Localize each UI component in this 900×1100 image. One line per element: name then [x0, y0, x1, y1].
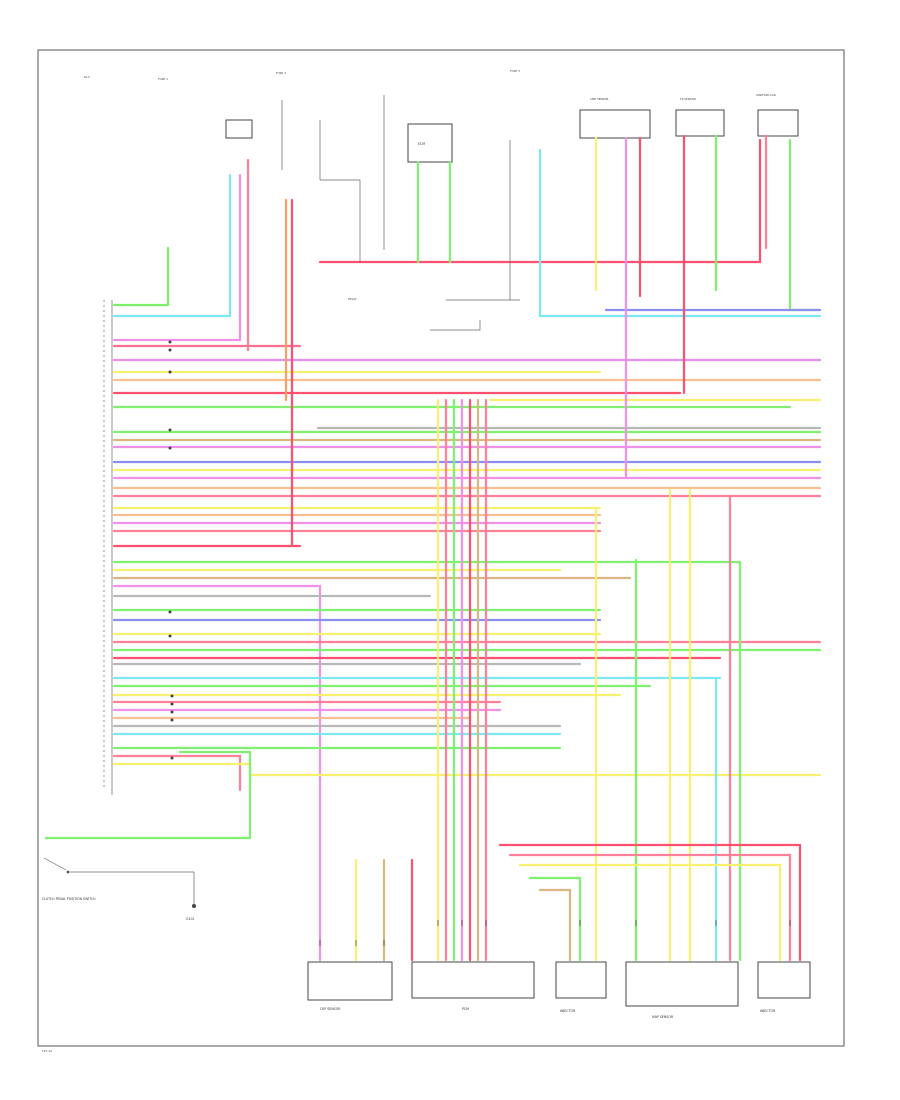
bottom-pin-ticks: [319, 920, 791, 946]
label-cmp: CMP SENSOR: [590, 97, 609, 101]
sensor-ground-link: [430, 320, 481, 331]
wire-v-yellow-c: [518, 863, 782, 962]
wire-red-bus: [318, 138, 762, 264]
sensor-box-1: [225, 119, 253, 139]
module-box-3: [757, 109, 799, 137]
wire-magenta-6: [112, 584, 322, 962]
wire-v-green-c: [528, 876, 582, 962]
module-box-1: [579, 109, 651, 139]
wire-yellow-8: [112, 762, 822, 777]
wire-v-tan-c: [538, 888, 572, 962]
diagram-frame: [37, 49, 845, 1047]
wire-v-red-c: [498, 843, 802, 962]
footer-code: TK7-14: [41, 1049, 52, 1053]
clutch-switch-blade: [43, 857, 67, 871]
wire-green-sw: [44, 750, 252, 840]
pcm-connector-box: [411, 961, 535, 999]
label-fuse-c: FUSE 3: [510, 69, 520, 73]
clutch-switch-label: CLUTCH PEDAL POSITION SWITCH: [42, 897, 96, 901]
pin-marker: [168, 340, 172, 344]
label-dlc: DLC: [84, 75, 90, 79]
wire-green-bus: [788, 138, 822, 312]
label-relay: RELAY: [348, 297, 357, 301]
map-sensor-box: [625, 961, 739, 1007]
pin-marker: [170, 718, 174, 722]
clutch-switch-contact: [66, 870, 70, 874]
pin-marker: [168, 610, 172, 614]
wire-cyan-bus: [538, 148, 822, 318]
fuse-link: [281, 100, 321, 180]
wire-pink-6: [112, 754, 242, 792]
label-fuse-a: FUSE 1: [158, 77, 168, 81]
ground-label: G101: [186, 917, 195, 921]
pin-marker: [168, 446, 172, 450]
ground-top-link: [446, 140, 520, 301]
pin-marker: [168, 348, 172, 352]
relay-link: [320, 179, 361, 262]
injector-right-box: [757, 961, 811, 999]
pin-marker: [168, 634, 172, 638]
pin-marker: [168, 428, 172, 432]
ground-point: [192, 904, 196, 908]
ckp-sensor-label: CKP SENSOR: [320, 1007, 341, 1011]
module-box-2: [675, 109, 725, 137]
connector-pin-markers: [168, 340, 174, 760]
ecm-top-box: [407, 123, 453, 163]
wire-green-top: [112, 246, 170, 307]
pin-marker: [170, 756, 174, 760]
map-sensor-label: MAP SENSOR: [652, 1015, 674, 1019]
pin-marker: [170, 702, 174, 706]
pin-marker: [170, 694, 174, 698]
injector-left-box: [555, 961, 607, 999]
ckp-sensor-box: [307, 961, 393, 1001]
pcm-label: PCM: [462, 1007, 469, 1011]
injector-right-label: INJECTOR: [760, 1009, 776, 1013]
ecm-top-label: ECM: [418, 142, 425, 146]
label-fuse-b: FUSE 2: [276, 71, 286, 75]
wire-magenta-1: [112, 173, 242, 342]
wire-cyan-top: [112, 173, 232, 318]
pin-marker: [168, 370, 172, 374]
pin-marker: [170, 710, 174, 714]
injector-left-label: INJECTOR: [560, 1009, 576, 1013]
label-tp: TP SENSOR: [679, 97, 696, 101]
label-ignition: IGNITION COIL: [756, 93, 777, 97]
wire-v-pink-c: [508, 853, 792, 962]
